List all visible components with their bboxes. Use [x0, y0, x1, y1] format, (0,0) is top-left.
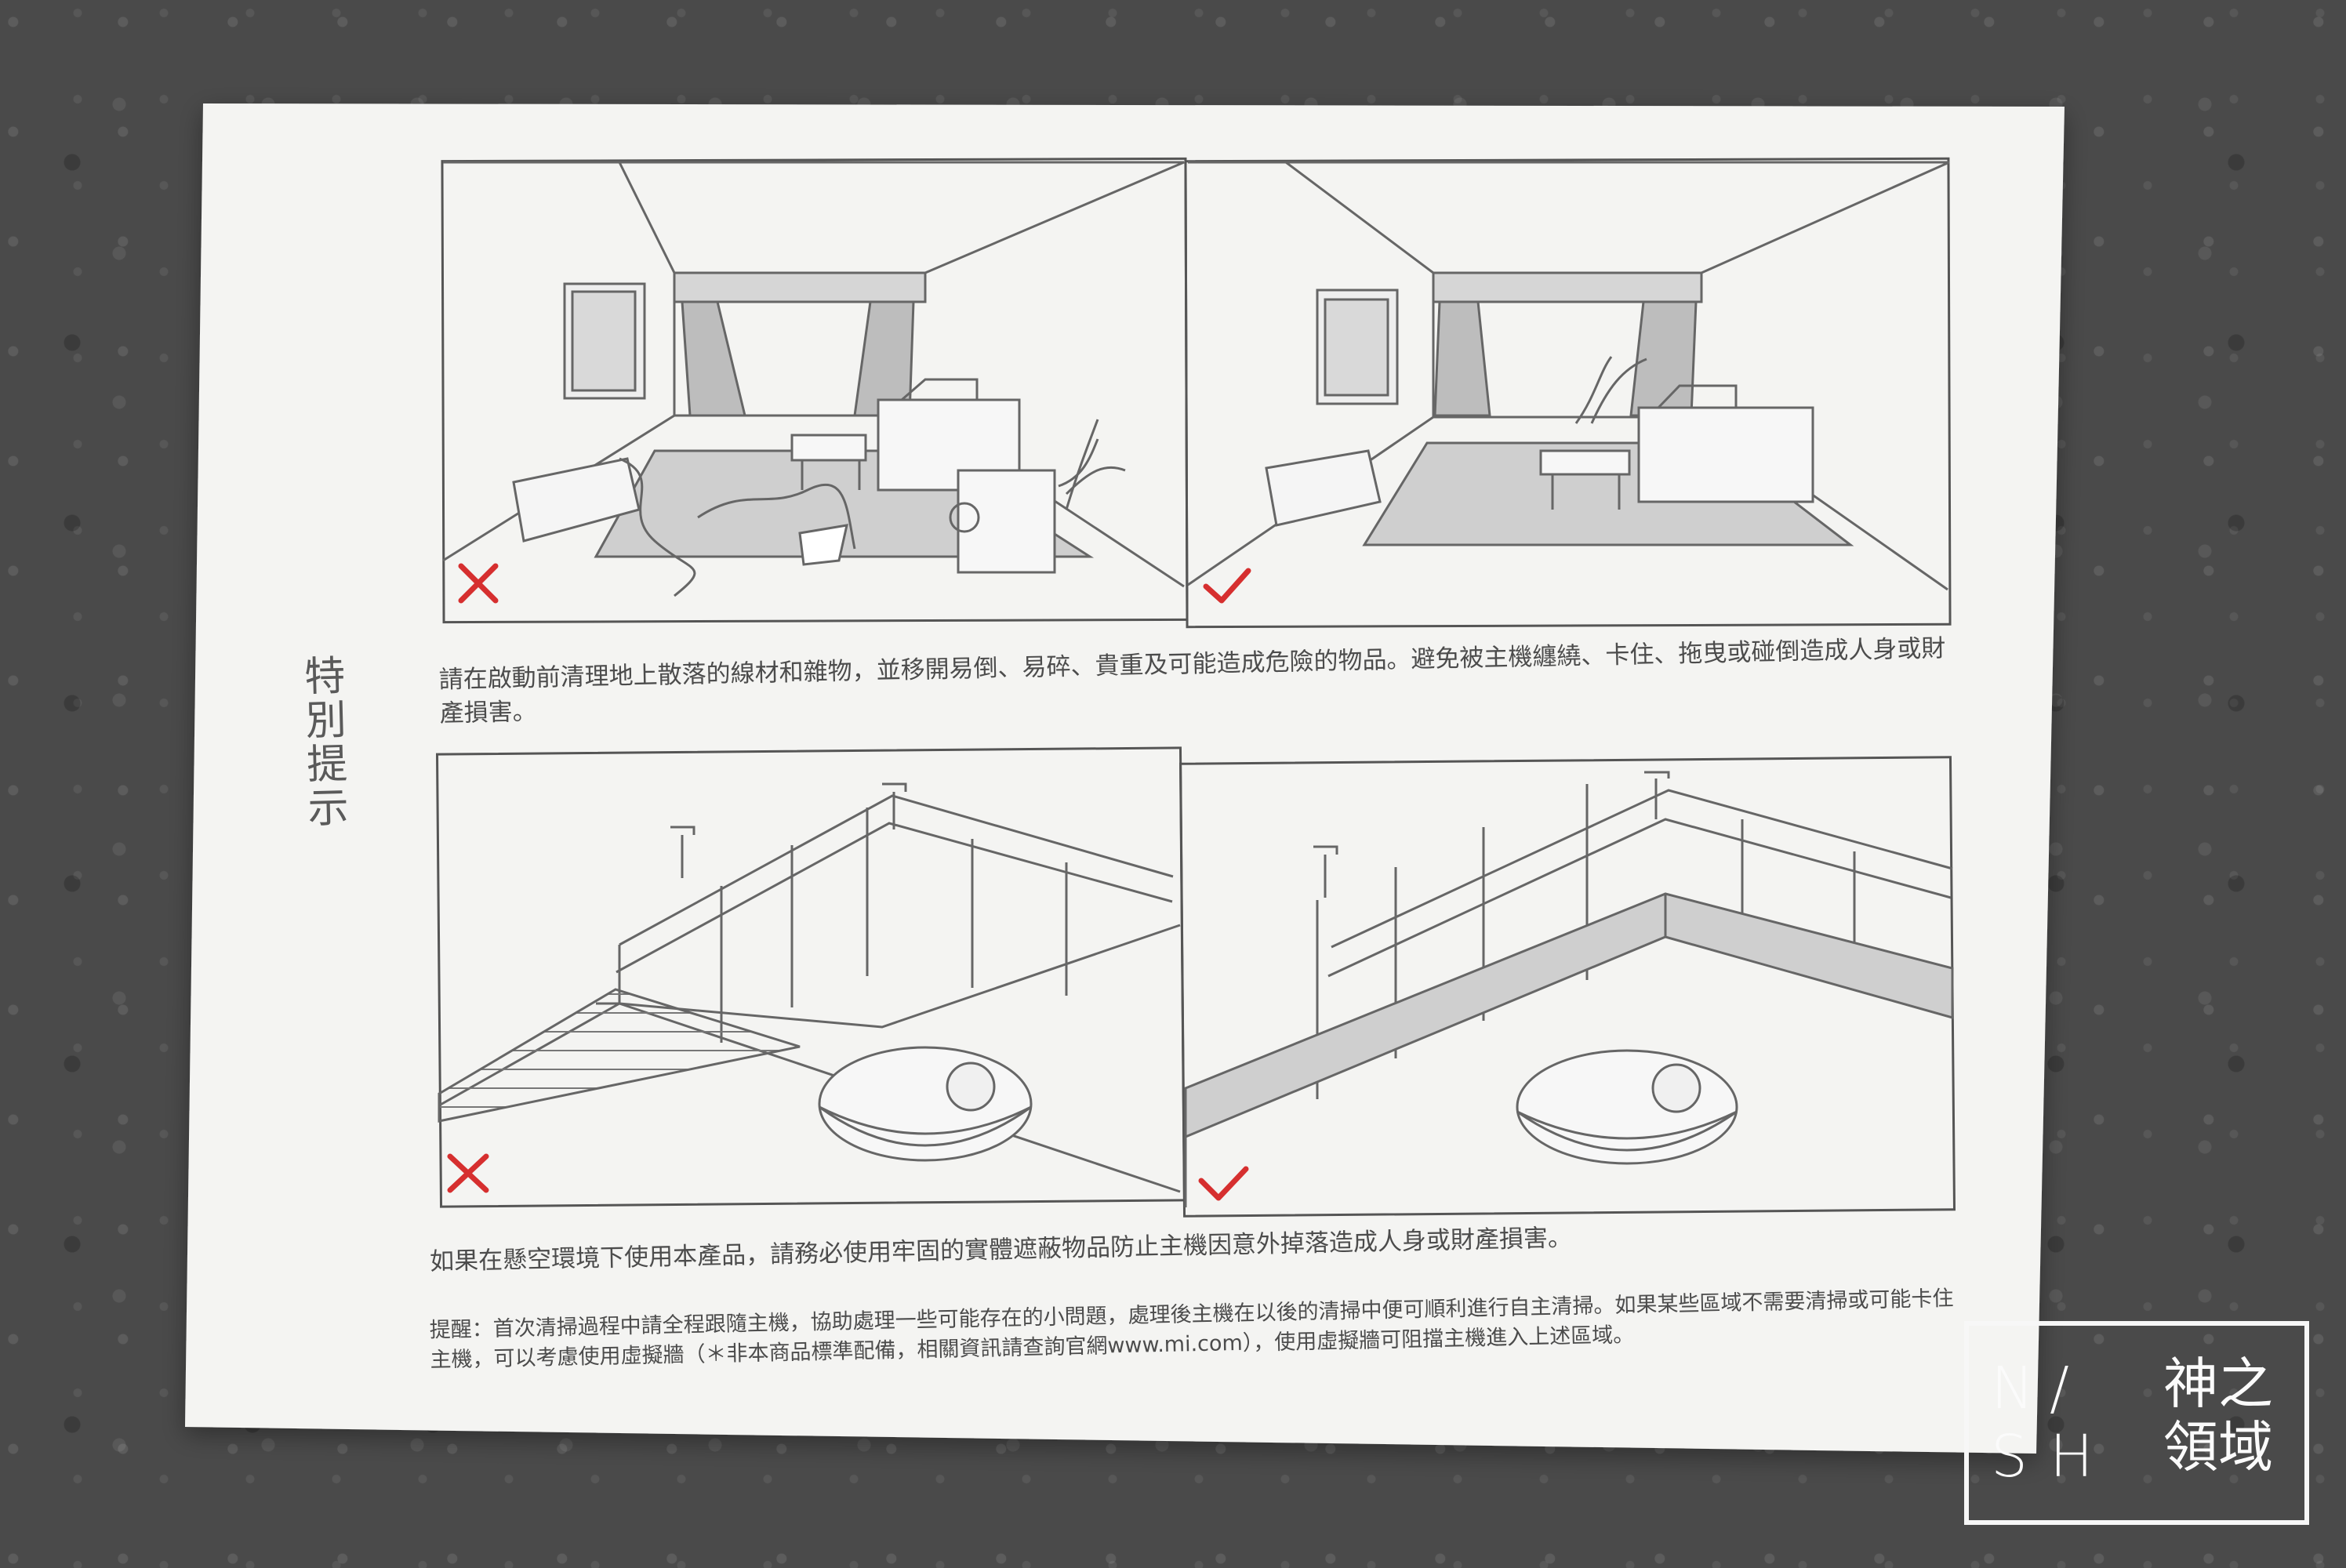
watermark-title: 神之領域 — [2163, 1352, 2273, 1479]
wrong-mark-icon — [458, 563, 499, 604]
watermark-letter-s: S — [1991, 1423, 2028, 1490]
watermark-letter-n: N — [1991, 1355, 2035, 1422]
protected-edge-illustration — [1184, 771, 1954, 1207]
stairs-edge-illustration — [438, 782, 1181, 1193]
watermark-letter-h: H — [2050, 1423, 2094, 1490]
watermark-letter-grid: N / S H — [1983, 1340, 2132, 1504]
watermark-box: N / S H 神之領域 — [1964, 1321, 2309, 1525]
special-notice-label: 特別提示 — [296, 654, 348, 831]
correct-mark-icon — [1198, 1166, 1249, 1201]
messy-room-illustration — [442, 161, 1185, 597]
wrong-mark-icon — [447, 1153, 489, 1193]
status-marks — [447, 563, 1251, 1201]
correct-mark-icon — [1203, 568, 1251, 604]
top-illustration-frames — [441, 157, 1952, 629]
clean-room-illustration — [1187, 161, 1950, 591]
watermark-letter-slash: / — [2050, 1355, 2069, 1422]
